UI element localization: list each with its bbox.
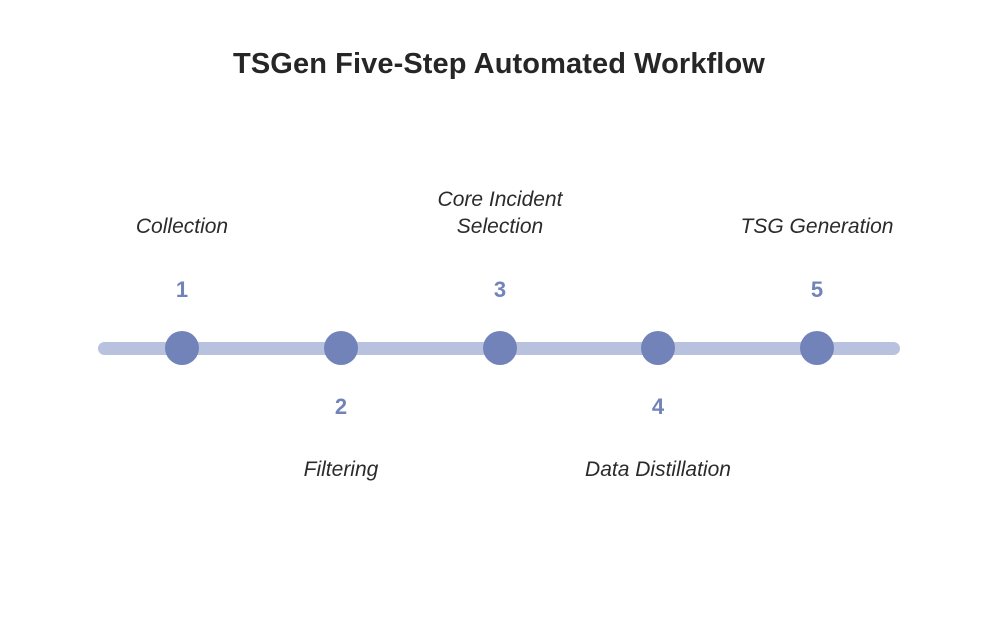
- step-marker-icon-5[interactable]: [800, 331, 834, 365]
- step-marker-icon-3[interactable]: [483, 331, 517, 365]
- step-number-4: 4: [651, 394, 665, 419]
- step-number-5: 5: [810, 277, 824, 302]
- step-number-1: 1: [175, 277, 189, 302]
- step-label-2: Filtering: [303, 458, 379, 481]
- step-number-3: 3: [493, 277, 507, 302]
- step-marker-icon-4[interactable]: [641, 331, 675, 365]
- page-title: TSGen Five-Step Automated Workflow: [233, 48, 765, 80]
- step-marker-icon-1[interactable]: [165, 331, 199, 365]
- step-label-1: Collection: [135, 215, 229, 239]
- step-number-2: 2: [334, 394, 348, 419]
- step-label-4: Data Distillation: [585, 458, 731, 481]
- step-marker-icon-2[interactable]: [324, 331, 358, 365]
- step-label-5: TSG Generation: [740, 215, 894, 239]
